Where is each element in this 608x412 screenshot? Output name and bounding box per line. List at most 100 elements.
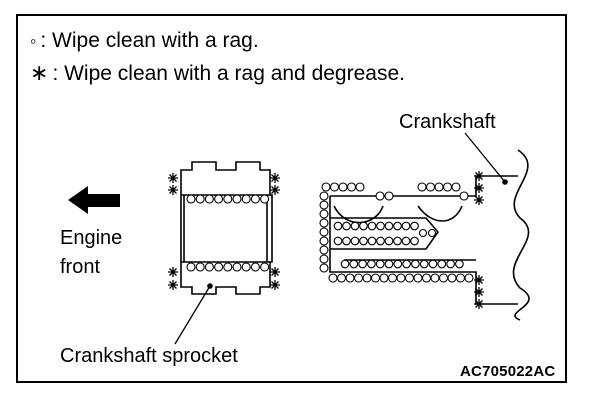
sprocket-leader-dot [207, 283, 213, 289]
wipe-circle-icon [401, 221, 411, 231]
star-symbol: ∗ [30, 60, 49, 85]
wipe-circle-icon [195, 262, 205, 272]
wipe-circle-icon [319, 263, 329, 273]
wipe-circle-icon [232, 262, 242, 272]
wipe-circle-icon [384, 259, 394, 269]
wipe-circle-icon [446, 259, 455, 269]
wipe-circle-icon [459, 191, 469, 201]
wipe-circle-icon [350, 236, 360, 246]
wipe-circle-icon [358, 259, 367, 269]
crankshaft-label: Crankshaft [399, 111, 496, 133]
wipe-circle-icon [260, 194, 270, 204]
wipe-circle-icon [367, 259, 376, 269]
wipe-circle-icon [393, 259, 403, 269]
wipe-circle-icon [384, 236, 394, 246]
wipe-circle-icon [375, 259, 385, 269]
wipe-circle-icon [410, 221, 419, 231]
wipe-circle-icon [430, 273, 440, 283]
wipe-circle-icon [186, 194, 196, 204]
wipe-circle-icon [379, 273, 389, 283]
wipe-circle-icon [359, 236, 368, 246]
wipe-circle-icon [321, 182, 331, 192]
wipe-circle-icon [384, 221, 394, 231]
wipe-circle-icon [404, 273, 415, 283]
wipe-circle-icon [376, 236, 385, 246]
wipe-circle-icon [333, 236, 343, 246]
degrease-star-icon [270, 267, 280, 277]
wipe-circle-icon [387, 273, 398, 283]
wipe-circle-icon [204, 262, 214, 272]
crankshaft-wipe-circles [319, 182, 474, 283]
wipe-circle-icon [393, 236, 402, 246]
degrease-star-icon [474, 183, 484, 193]
wipe-circle-icon [319, 218, 329, 228]
wipe-circle-icon [353, 273, 364, 283]
wipe-circle-icon [195, 194, 205, 204]
engine-front-arrow-icon [68, 186, 120, 214]
wipe-circle-icon [396, 273, 406, 283]
wipe-circle-icon [232, 194, 242, 204]
wipe-circle-icon [362, 273, 372, 283]
legend-circle-text: : Wipe clean with a rag. [40, 29, 259, 52]
wipe-circle-icon [241, 262, 251, 272]
wipe-circle-icon [342, 221, 351, 231]
wipe-circle-icon [370, 273, 381, 283]
wipe-circle-icon [319, 254, 329, 264]
wipe-circle-icon [410, 236, 419, 246]
engine-front-label-line2: front [60, 256, 101, 278]
degrease-star-icon [270, 280, 280, 290]
wipe-circle-icon [375, 191, 385, 201]
wipe-circle-icon [451, 182, 461, 192]
wipe-circle-icon [425, 182, 436, 192]
wipe-circle-icon [186, 262, 196, 272]
wipe-circle-icon [319, 209, 329, 219]
wipe-circle-icon [418, 228, 428, 238]
wipe-circle-icon [434, 182, 444, 192]
wipe-circle-icon [204, 194, 214, 204]
wipe-circle-icon [223, 194, 233, 204]
wipe-circle-icon [241, 194, 251, 204]
degrease-star-icon [270, 173, 280, 183]
wipe-circle-icon [349, 259, 359, 269]
degrease-star-icon [168, 280, 178, 290]
wipe-circle-icon [455, 259, 464, 269]
wipe-circle-icon [393, 221, 402, 231]
wipe-circle-icon [250, 262, 260, 272]
wipe-circle-icon [411, 259, 420, 269]
legend-star-text: : Wipe clean with a rag and degrease. [52, 62, 405, 85]
wipe-circle-icon [417, 182, 427, 192]
degrease-star-icon [168, 267, 178, 277]
wipe-circle-icon [421, 273, 432, 283]
wipe-circle-icon [367, 221, 377, 231]
wipe-circle-icon [376, 221, 385, 231]
crankshaft-leader-line [464, 132, 506, 183]
wipe-circle-icon [464, 273, 474, 283]
sprocket-wipe-circles [186, 194, 270, 272]
wipe-circle-icon [447, 273, 457, 283]
crankshaft-sprocket-label: Crankshaft sprocket [60, 345, 238, 367]
wipe-circle-icon [455, 273, 466, 283]
wipe-circle-icon [350, 221, 360, 231]
sprocket-leader-line [174, 285, 211, 345]
degrease-star-icon [168, 185, 178, 195]
wipe-circle-icon [340, 259, 350, 269]
wipe-circle-icon [214, 262, 224, 272]
wipe-circle-icon [336, 273, 347, 283]
degrease-star-icon [474, 275, 484, 285]
wipe-circle-icon [333, 221, 343, 231]
wipe-circle-icon [260, 262, 270, 272]
wipe-circle-icon [367, 236, 377, 246]
wipe-circle-icon [223, 262, 233, 272]
wipe-circle-icon [428, 259, 438, 269]
sprocket-drawing [180, 161, 273, 295]
wipe-circle-icon [427, 228, 437, 238]
wipe-circle-icon [319, 191, 329, 201]
degrease-star-icon [168, 173, 178, 183]
wipe-circle-icon [346, 182, 357, 192]
wipe-circle-icon [401, 236, 411, 246]
wipe-circle-icon [384, 191, 394, 201]
wipe-circle-icon [214, 194, 224, 204]
legend-star-row: ∗: Wipe clean with a rag and degrease. [30, 60, 405, 85]
wipe-circle-icon [413, 273, 423, 283]
